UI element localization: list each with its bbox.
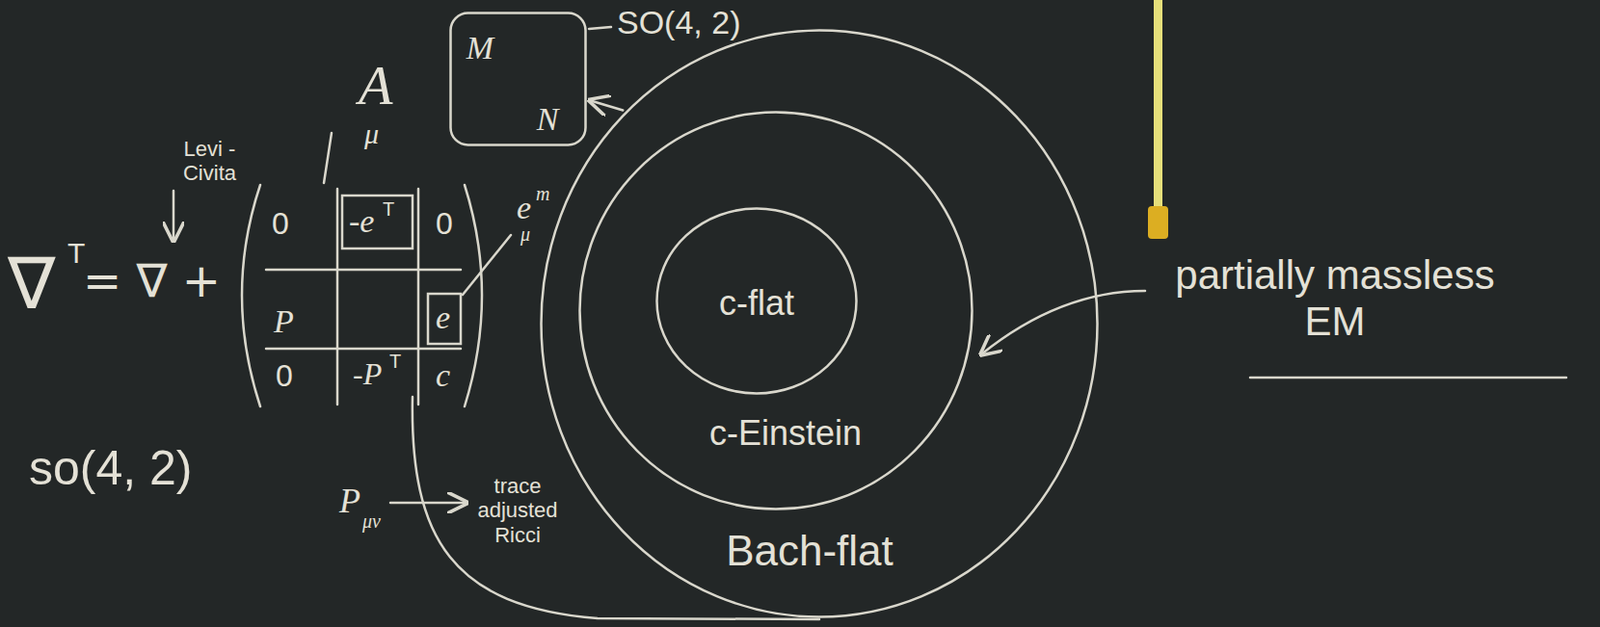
region-outline: [541, 30, 1098, 618]
subscript: μ: [520, 223, 531, 246]
algebra-name: so(4, 2): [28, 441, 193, 498]
matrix-bracket: [464, 185, 482, 407]
bach-flat-region: Bach-flat c-Einstein c-flat: [539, 28, 1099, 619]
subscript: μν: [362, 510, 381, 534]
node-label: N: [536, 100, 560, 138]
matrix-entry: e: [435, 298, 451, 337]
connector-arrow: [589, 100, 623, 110]
region-outline: [580, 112, 973, 510]
matrix-rule: [266, 347, 461, 351]
matrix-highlight: [342, 195, 413, 249]
index-box: MN: [449, 11, 587, 147]
group-name: SO(4, 2): [616, 3, 741, 42]
matrix-entry: P: [273, 302, 294, 341]
einstein-region: c-Einstein c-flat: [578, 110, 974, 511]
underline: [1250, 376, 1567, 380]
leader-arrow: [172, 190, 176, 241]
matrix-entry: 0: [271, 206, 290, 242]
matrix-entry: 0: [435, 206, 454, 242]
annotation: Levi -Civita: [168, 136, 251, 187]
superscript: T: [382, 198, 395, 221]
matrix-entry: c: [435, 356, 451, 395]
node-label: Bach-flat: [725, 527, 894, 577]
chalk-stroke: [323, 133, 332, 184]
matrix-rule: [336, 188, 340, 405]
node-label: M: [466, 28, 494, 67]
region-outline: [657, 209, 857, 395]
leader-arrow: [981, 291, 1146, 355]
superscript: T: [389, 350, 401, 374]
annotation: trace adjusted Ricci: [474, 474, 561, 548]
nabla-symbol: ∇: [7, 242, 56, 325]
gauge-field: A: [358, 53, 393, 119]
subscript: μ: [364, 117, 379, 152]
callout-note: partially massless EM: [1151, 252, 1519, 347]
leader-line: [462, 235, 511, 295]
schouten-tensor: P: [339, 481, 361, 522]
matrix-highlight: [427, 293, 461, 345]
matrix-entry: -P: [352, 356, 382, 393]
box-outline: [451, 13, 587, 146]
leader-line: [588, 26, 612, 29]
vielbein: e: [516, 188, 532, 227]
node-label: c-Einstein: [709, 413, 862, 454]
matrix-bracket: [241, 185, 261, 407]
superscript: m: [535, 183, 550, 206]
superscript: T: [67, 237, 85, 271]
matrix-rule: [266, 268, 461, 272]
matrix-rule: [417, 188, 421, 405]
maps-to-arrow: [390, 502, 467, 506]
flat-region: c-flat: [655, 207, 858, 396]
matrix-entry: -e: [348, 202, 374, 240]
microphone-stand: [1153, 0, 1163, 213]
microphone-head: [1147, 206, 1169, 240]
equation-part: = ∇ +: [82, 254, 221, 308]
matrix-entry: 0: [275, 358, 294, 395]
node-label: c-flat: [719, 283, 795, 323]
